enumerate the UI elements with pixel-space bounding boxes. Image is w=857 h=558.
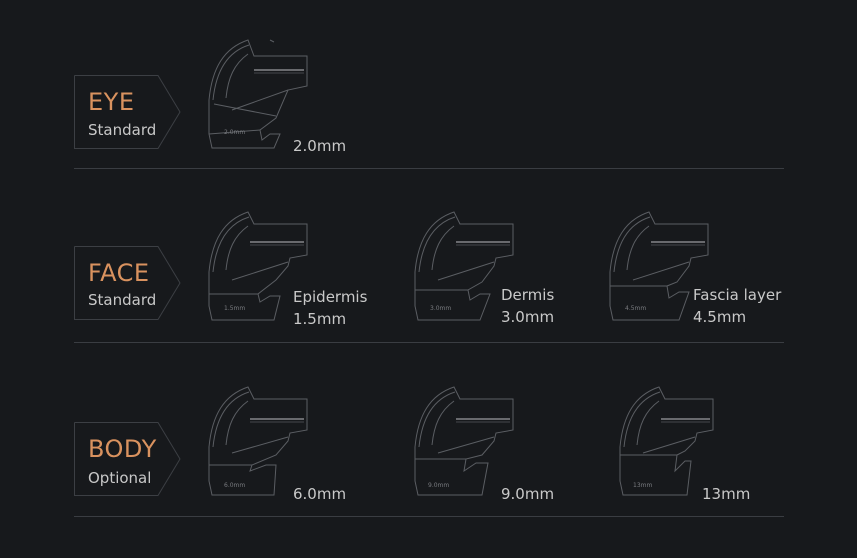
category-subtitle: Standard	[88, 121, 157, 139]
tag-outline-icon	[74, 75, 181, 149]
cartridge-label: 6.0mm	[293, 483, 346, 505]
category-tag-body: BODY Optional	[74, 422, 184, 496]
cartridge-body-13mm: 13mm	[615, 385, 725, 500]
section-divider	[74, 342, 784, 343]
cartridge-label: Fascia layer 4.5mm	[693, 284, 781, 328]
cartridge-body-6mm: 6.0mm	[204, 385, 314, 500]
section-divider	[74, 168, 784, 169]
cartridge-icon	[609, 211, 709, 321]
cartridge-label: 9.0mm	[501, 483, 554, 505]
cartridge-depth-marking: 2.0mm	[224, 129, 246, 136]
cartridge-depth-marking: 9.0mm	[428, 482, 450, 489]
cartridge-depth-marking: 4.5mm	[625, 305, 647, 312]
cartridge-face-3mm: 3.0mm	[410, 210, 520, 325]
cartridge-icon	[208, 39, 308, 149]
category-subtitle: Optional	[88, 469, 152, 487]
cartridge-eye-2mm: 2.0mm	[204, 38, 314, 153]
cartridge-depth-marking: 1.5mm	[224, 305, 246, 312]
cartridge-icon	[208, 211, 308, 321]
cartridge-label: Dermis 3.0mm	[501, 284, 554, 328]
cartridge-icon	[619, 386, 714, 496]
section-divider	[74, 516, 784, 517]
cartridge-depth: 1.5mm	[293, 310, 347, 328]
category-subtitle: Standard	[88, 291, 157, 309]
category-tag-eye: EYE Standard	[74, 75, 184, 149]
cartridge-face-4-5mm: 4.5mm	[605, 210, 715, 325]
cartridge-body-9mm: 9.0mm	[410, 385, 520, 500]
cartridge-layer: Epidermis	[293, 288, 368, 306]
category-tag-face: FACE Standard	[74, 246, 184, 320]
cartridge-depth: 4.5mm	[693, 308, 747, 326]
cartridge-label: 2.0mm	[293, 135, 346, 157]
cartridge-icon	[414, 211, 514, 321]
cartridge-layer: Fascia layer	[693, 286, 782, 304]
cartridge-label: Epidermis 1.5mm	[293, 286, 367, 330]
cartridge-depth-marking: 13mm	[633, 482, 653, 489]
category-title: EYE	[88, 88, 135, 116]
cartridge-depth-marking: 6.0mm	[224, 482, 246, 489]
cartridge-depth-marking: 3.0mm	[430, 305, 452, 312]
tag-outline-icon	[74, 422, 181, 496]
cartridge-depth: 3.0mm	[501, 308, 555, 326]
cartridge-face-1-5mm: 1.5mm	[204, 210, 314, 325]
cartridge-depth: 2.0mm	[293, 137, 347, 155]
cartridge-depth: 13mm	[702, 485, 751, 503]
category-title: BODY	[88, 435, 157, 463]
cartridge-icon	[208, 386, 308, 496]
cartridge-icon	[414, 386, 514, 496]
cartridge-depth: 9.0mm	[501, 485, 555, 503]
cartridge-depth: 6.0mm	[293, 485, 347, 503]
category-title: FACE	[88, 259, 150, 287]
cartridge-layer: Dermis	[501, 286, 555, 304]
cartridge-label: 13mm	[702, 483, 750, 505]
tag-outline-icon	[74, 246, 181, 320]
